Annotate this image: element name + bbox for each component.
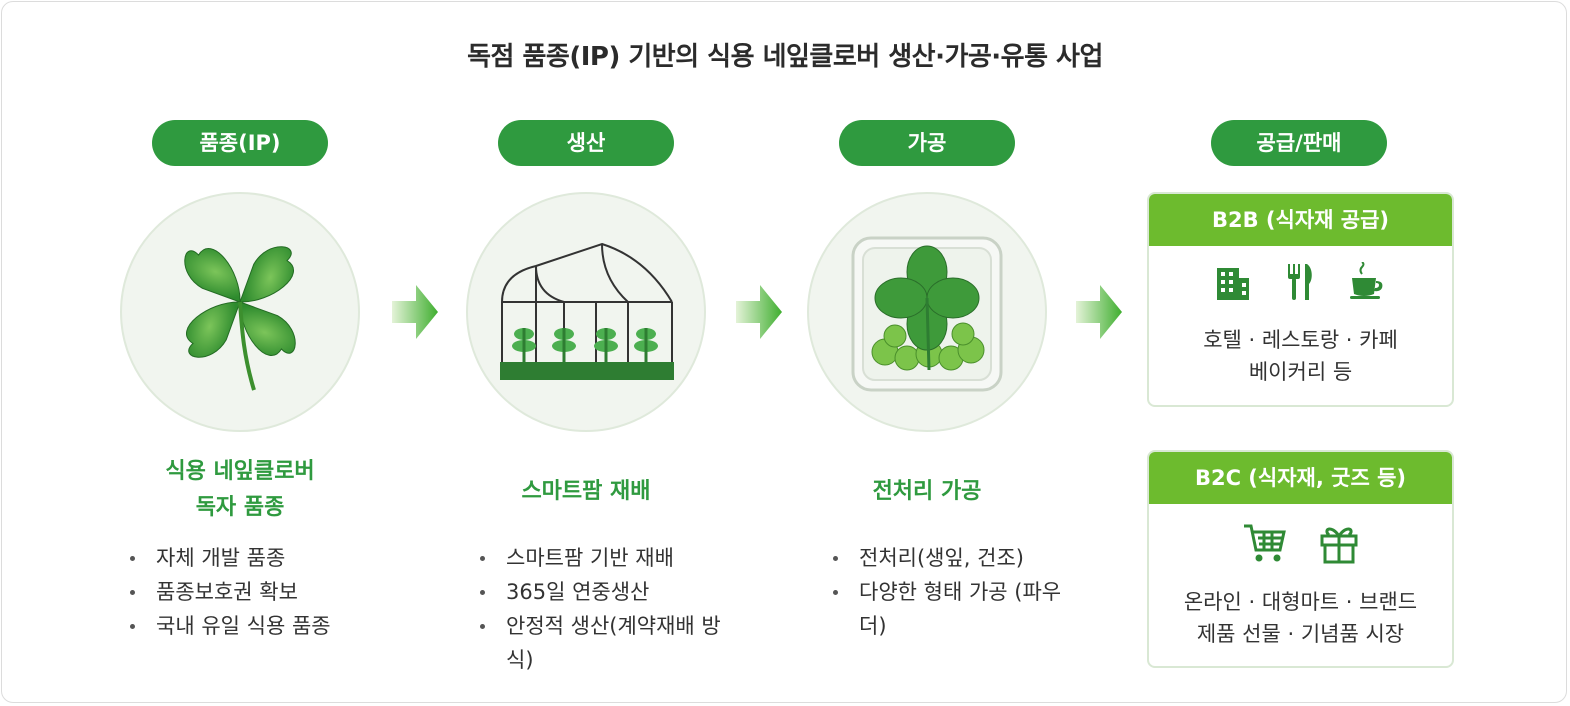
step-heading-production: 스마트팜 재배 bbox=[466, 474, 706, 510]
list-item: 365일 연중생산 bbox=[476, 575, 736, 609]
list-item: 스마트팜 기반 재배 bbox=[476, 541, 736, 575]
bullet-list-production: 스마트팜 기반 재배 365일 연중생산 안정적 생산(계약재배 방식) bbox=[476, 541, 736, 677]
building-icon bbox=[1215, 262, 1251, 306]
b2b-card-title: B2B (식자재 공급) bbox=[1149, 194, 1452, 246]
four-leaf-clover-icon bbox=[184, 246, 296, 391]
b2c-icons bbox=[1149, 522, 1452, 568]
arrow-right-icon bbox=[1076, 285, 1122, 339]
b2c-card-text: 온라인 · 대형마트 · 브랜드 제품 선물 · 기념품 시장 bbox=[1149, 586, 1452, 650]
list-item: 전처리(생잎, 건조) bbox=[829, 541, 1064, 575]
step-label-supply: 공급/판매 bbox=[1211, 120, 1387, 166]
packaged-clover-icon bbox=[851, 236, 1003, 392]
step-label-variety: 품종(IP) bbox=[152, 120, 328, 166]
card-line: 호텔 · 레스토랑 · 카페 bbox=[1203, 328, 1398, 352]
b2b-card-text: 호텔 · 레스토랑 · 카페 베이커리 등 bbox=[1149, 324, 1452, 388]
clover-image-circle bbox=[120, 192, 360, 432]
diagram-title: 독점 품종(IP) 기반의 식용 네잎클로버 생산·가공·유통 사업 bbox=[467, 42, 1103, 72]
shopping-cart-icon bbox=[1242, 522, 1286, 568]
greenhouse-icon bbox=[500, 242, 674, 380]
heading-line: 독자 품종 bbox=[195, 495, 285, 520]
list-item: 안정적 생산(계약재배 방식) bbox=[476, 609, 736, 677]
heading-line: 식용 네잎클로버 bbox=[165, 459, 315, 484]
coffee-cup-icon bbox=[1348, 261, 1386, 306]
bullet-list-processing: 전처리(생잎, 건조) 다양한 형태 가공 (파우더) bbox=[829, 541, 1064, 643]
card-line: 온라인 · 대형마트 · 브랜드 bbox=[1183, 590, 1418, 614]
card-line: 베이커리 등 bbox=[1248, 360, 1353, 384]
bullet-list-variety: 자체 개발 품종 품종보호권 확보 국내 유일 식용 품종 bbox=[126, 541, 376, 643]
b2c-card: B2C (식자재, 굿즈 등) 온라인 bbox=[1147, 450, 1454, 668]
heading-line: 스마트팜 재배 bbox=[521, 479, 651, 504]
greenhouse-image-circle bbox=[466, 192, 706, 432]
step-label-production: 생산 bbox=[498, 120, 674, 166]
list-item: 품종보호권 확보 bbox=[126, 575, 376, 609]
list-item: 다양한 형태 가공 (파우더) bbox=[829, 575, 1064, 643]
packaged-clover-image-circle bbox=[807, 192, 1047, 432]
list-item: 국내 유일 식용 품종 bbox=[126, 609, 376, 643]
heading-line: 전처리 가공 bbox=[872, 479, 982, 504]
list-item: 자체 개발 품종 bbox=[126, 541, 376, 575]
b2c-card-title: B2C (식자재, 굿즈 등) bbox=[1149, 452, 1452, 504]
b2b-card: B2B (식자재 공급) bbox=[1147, 192, 1454, 407]
arrow-right-icon bbox=[736, 285, 782, 339]
step-heading-variety: 식용 네잎클로버 독자 품종 bbox=[120, 454, 360, 526]
card-line: 제품 선물 · 기념품 시장 bbox=[1196, 622, 1405, 646]
gift-icon bbox=[1319, 522, 1359, 568]
arrow-right-icon bbox=[392, 285, 438, 339]
step-heading-processing: 전처리 가공 bbox=[807, 474, 1047, 510]
utensils-icon bbox=[1285, 262, 1315, 306]
step-label-processing: 가공 bbox=[839, 120, 1015, 166]
b2b-icons bbox=[1149, 261, 1452, 306]
